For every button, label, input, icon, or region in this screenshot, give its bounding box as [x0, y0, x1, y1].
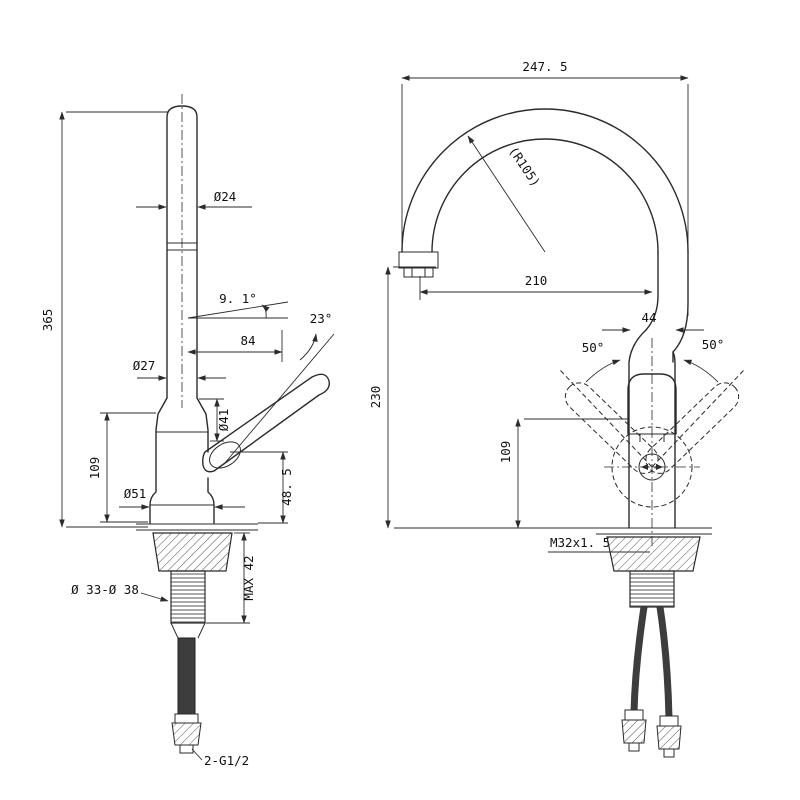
dim-dia51: Ø51 [119, 486, 245, 510]
dim-84: 84 [187, 330, 283, 362]
dim-247-5: 247. 5 [401, 59, 689, 316]
dim-label-9-1: 9. 1° [219, 291, 257, 306]
dim-label-r105: (R105) [506, 144, 544, 190]
dim-label-50-right: 50° [702, 337, 725, 352]
dim-thread-g12: 2-G1/2 [191, 748, 249, 768]
mounting-nut-front [606, 536, 701, 572]
dim-230: 230 [368, 266, 606, 529]
dim-dia24: Ø24 [136, 189, 252, 210]
dim-label-g12: 2-G1/2 [204, 753, 249, 768]
hose-connectors-front [621, 709, 682, 758]
dim-label-50-left: 50° [582, 340, 605, 355]
dim-48-5: 48. 5 [230, 451, 294, 524]
dim-dia41: Ø41 [199, 398, 231, 442]
dim-label-23: 23° [310, 311, 333, 326]
dim-max42: MAX 42 [206, 532, 256, 624]
dim-label-247-5: 247. 5 [522, 59, 567, 74]
handle-rotation-circle [611, 426, 693, 508]
dim-210: 210 [419, 273, 653, 300]
dim-dia33-38: Ø 33-Ø 38 [71, 582, 169, 602]
spout-pipe [166, 94, 198, 408]
deck-plate-front [596, 527, 712, 535]
handle-swing-positions [559, 369, 745, 474]
front-view: 50° 50° 247. 5 (R105) 210 44 [368, 59, 745, 758]
dim-r105: (R105) [467, 135, 546, 253]
dim-label-210: 210 [525, 273, 548, 288]
dim-label-dia27: Ø27 [133, 358, 156, 373]
dim-angle-9-1: 9. 1° [187, 291, 289, 319]
riser-body [604, 329, 700, 546]
dim-109-side: 109 [87, 412, 156, 523]
spout-outlet [398, 251, 439, 278]
dim-44: 44 [602, 310, 704, 333]
side-view: Ø24 365 9. 1° 23° 84 Ø27 [40, 94, 335, 768]
dim-label-dia24: Ø24 [214, 189, 237, 204]
dim-label-230: 230 [368, 386, 383, 409]
faucet-body [149, 397, 215, 524]
dim-label-dia51: Ø51 [124, 486, 147, 501]
dim-angle-23: 23° [223, 311, 335, 465]
mounting-nut [152, 532, 233, 572]
deck-plate [136, 523, 258, 531]
dim-50-right: 50° [683, 337, 725, 383]
dim-label-84: 84 [240, 333, 255, 348]
dim-label-44: 44 [641, 310, 656, 325]
threaded-shank-front [629, 570, 675, 608]
hose-connector [171, 713, 202, 754]
dim-label-dia41: Ø41 [216, 409, 231, 432]
dim-label-365: 365 [40, 309, 55, 332]
dim-365: 365 [40, 111, 168, 528]
dim-label-48-5: 48. 5 [279, 468, 294, 506]
dim-label-m32: M32x1. 5 [550, 535, 610, 550]
dim-label-max42: MAX 42 [241, 555, 256, 600]
threaded-shank [170, 570, 206, 639]
dim-50-left: 50° [582, 340, 621, 383]
dim-label-dia33-38: Ø 33-Ø 38 [71, 582, 139, 597]
supply-hoses-front [630, 606, 673, 719]
supply-hose [177, 637, 196, 715]
dim-label-109-side: 109 [87, 457, 102, 480]
dim-dia27: Ø27 [133, 358, 226, 381]
dim-109-front: 109 [498, 418, 628, 529]
dim-label-109-front: 109 [498, 441, 513, 464]
